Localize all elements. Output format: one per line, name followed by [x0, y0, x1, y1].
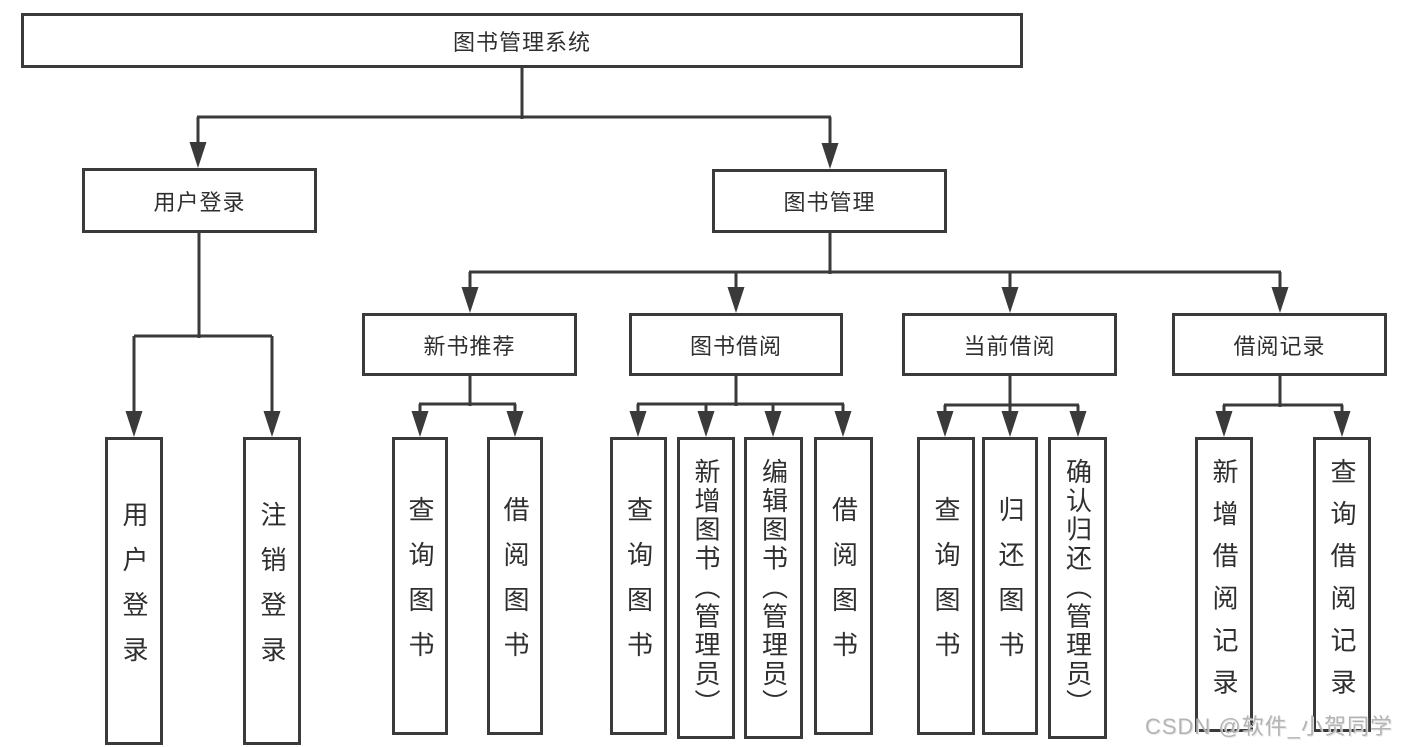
- node-new-book-recommendation-label: 新书推荐: [423, 333, 516, 359]
- leaf-edit-books-admin: 编辑图书（管理员）: [744, 437, 803, 739]
- csdn-watermark: CSDN @软件_小贺同学: [1144, 714, 1393, 739]
- leaf-borrow-books-borrow: 借阅图书: [814, 437, 873, 735]
- node-user-login-label: 用户登录: [153, 189, 246, 215]
- leaf-query-books-borrow: 查询图书: [610, 437, 667, 735]
- node-borrowing-records: 借阅记录: [1172, 313, 1387, 376]
- leaf-borrow-books-newrec: 借阅图书: [487, 437, 543, 735]
- leaf-user-login-label: 用户登录: [119, 501, 149, 681]
- node-book-management-label: 图书管理: [783, 190, 876, 215]
- node-book-borrowing: 图书借阅: [629, 313, 843, 376]
- leaf-add-books-admin: 新增图书（管理员）: [677, 437, 735, 739]
- leaf-logout: 注销登录: [243, 437, 301, 745]
- node-current-borrowing: 当前借阅: [902, 313, 1117, 376]
- node-borrowing-records-label: 借阅记录: [1233, 333, 1326, 359]
- node-user-login-branch: 用户登录: [82, 168, 317, 233]
- leaf-query-borrow-record-label: 查询借阅记录: [1327, 458, 1357, 711]
- node-book-management-branch: 图书管理: [712, 169, 947, 233]
- leaf-query-books-borrow-label: 查询图书: [623, 496, 654, 676]
- node-current-borrowing-label: 当前借阅: [963, 333, 1056, 359]
- node-library-system-label: 图书管理系统: [452, 29, 591, 55]
- leaf-query-books-current-label: 查询图书: [931, 496, 961, 676]
- leaf-return-books: 归还图书: [982, 437, 1038, 735]
- node-book-borrowing-label: 图书借阅: [689, 333, 782, 359]
- node-library-system: 图书管理系统: [21, 13, 1023, 68]
- leaf-logout-label: 注销登录: [257, 501, 287, 681]
- leaf-query-books-newrec: 查询图书: [392, 437, 448, 735]
- leaf-add-books-admin-label: 新增图书（管理员）: [691, 458, 721, 718]
- leaf-edit-books-admin-label: 编辑图书（管理员）: [758, 458, 789, 718]
- leaf-borrow-books-newrec-label: 借阅图书: [500, 496, 530, 676]
- leaf-add-borrow-record-label: 新增借阅记录: [1209, 458, 1239, 711]
- leaf-query-borrow-record: 查询借阅记录: [1313, 437, 1371, 732]
- leaf-query-books-current: 查询图书: [917, 437, 975, 735]
- leaf-user-login: 用户登录: [105, 437, 163, 745]
- leaf-add-borrow-record: 新增借阅记录: [1195, 437, 1253, 732]
- leaf-borrow-books-borrow-label: 借阅图书: [828, 496, 859, 676]
- leaf-confirm-return-admin: 确认归还（管理员）: [1048, 437, 1107, 739]
- leaf-confirm-return-admin-label: 确认归还（管理员）: [1062, 458, 1093, 718]
- node-new-book-recommendation: 新书推荐: [362, 313, 577, 376]
- leaf-query-books-newrec-label: 查询图书: [405, 496, 435, 676]
- leaf-return-books-label: 归还图书: [995, 496, 1025, 676]
